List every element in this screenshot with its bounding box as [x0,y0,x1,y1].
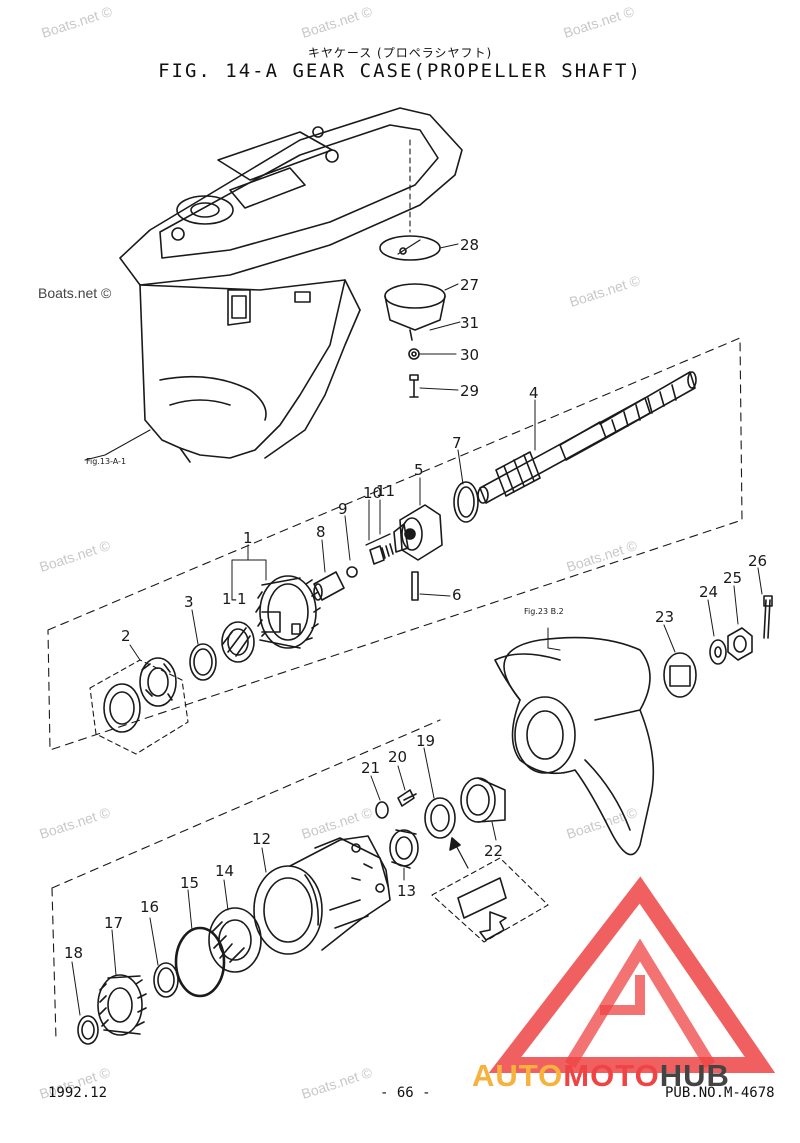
callout-18: 18 [64,944,83,962]
part-23-thrust-washer [663,652,697,698]
part-27-anode [384,283,446,309]
propeller [494,636,655,856]
tool-icon [479,911,507,941]
part-8-plunger [313,571,345,601]
callout-16: 16 [140,898,159,916]
gear-case-housing [119,107,463,463]
callout-6: 6 [452,586,462,604]
callout-7: 7 [452,434,462,452]
part-6-pin [411,571,419,601]
automotohub-logo [488,876,776,1073]
part-28-plate [379,235,441,261]
callout-22: 22 [484,842,503,860]
callout-19: 19 [416,732,435,750]
part-14-ball-bearing [208,907,262,973]
callout-13: 13 [397,882,416,900]
callout-3: 3 [184,593,194,611]
part-5-dog-clutch [393,504,443,561]
callout-5: 5 [414,461,424,479]
part-24-washer [709,639,727,665]
part-18-shim [77,1015,99,1045]
callout-30: 30 [460,346,479,364]
part-19-oil-seal [424,797,456,839]
automotohub-logo-text: AUTOMOTOHUB [472,1058,730,1093]
part-1-1-bearing [221,621,255,663]
callout-2: 2 [121,627,131,645]
callout-20: 20 [388,748,407,766]
publication-date: 1992.12 [48,1085,108,1101]
callout-31: 31 [460,314,479,332]
part-9-ball [346,566,358,578]
part-29-bolt [409,379,419,398]
figure-title-japanese: キヤケース (プロペラシヤフト) [307,46,493,60]
part-10-shift-slider [369,545,385,565]
callout-29: 29 [460,382,479,400]
callout-21: 21 [361,759,380,777]
part-4-propeller-shaft [477,371,697,504]
part-2-bearing-race [103,683,141,733]
callout-10: 10 [363,484,382,502]
callout-25: 25 [723,569,742,587]
callout-labels: 28 27 31 30 29 4 7 5 11 10 9 8 6 1 1-1 3… [64,236,767,962]
callout-17: 17 [104,914,123,932]
part-30-washer [408,348,420,360]
part-12-propeller-shaft-housing [253,835,391,955]
callout-23: 23 [655,608,674,626]
part-25-nut [727,627,753,661]
part-3-shim [189,643,217,681]
fig13-reference: Fig.13-A-1 [86,457,126,466]
fig23-reference: Fig.23 B.2 [524,607,564,616]
callout-9: 9 [338,500,348,518]
part-17-forward-gear [97,974,147,1036]
callout-12: 12 [252,830,271,848]
part-21-washer [375,801,389,819]
part-20-bolt [397,789,415,807]
callout-27: 27 [460,276,479,294]
callout-8: 8 [316,523,326,541]
publication-number: PUB.NO.M-4678 [665,1085,775,1101]
callout-4: 4 [529,384,539,402]
callout-1: 1 [243,529,253,547]
part-16-shim [153,962,179,998]
callout-26: 26 [748,552,767,570]
callout-1-1: 1-1 [222,590,247,608]
callout-14: 14 [215,862,234,880]
page-number: - 66 - [380,1085,431,1101]
watermark: Boats.net © [38,285,112,301]
callout-11: 11 [376,482,395,500]
part-13-needle-bearing [389,829,419,867]
part-15-o-ring [174,926,226,998]
part-7-ring [453,481,479,523]
callout-24: 24 [699,583,718,601]
part-1-reverse-gear [255,575,321,649]
callout-15: 15 [180,874,199,892]
callout-28: 28 [460,236,479,254]
part-2-taper-bearing [139,657,177,707]
figure-title: FIG. 14-A GEAR CASE(PROPELLER SHAFT) [158,60,642,82]
